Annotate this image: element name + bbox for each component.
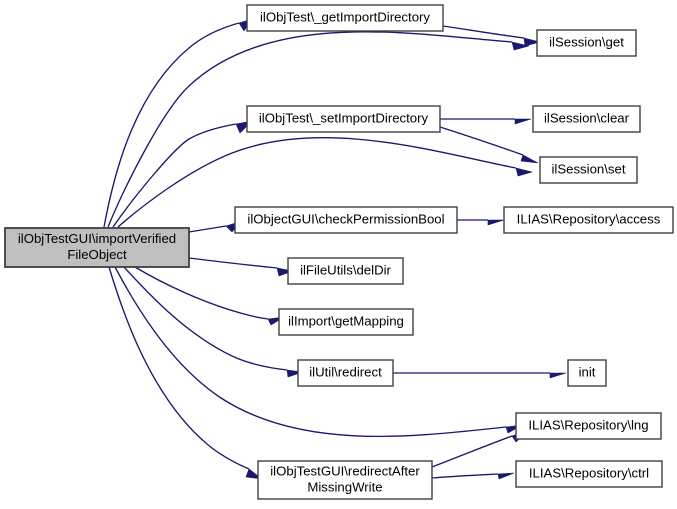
node-box[interactable] xyxy=(234,206,458,234)
node-box[interactable] xyxy=(246,4,444,32)
edges-layer xyxy=(103,18,567,480)
node-label: ilObjTest\_setImportDirectory xyxy=(259,110,429,125)
node-box[interactable] xyxy=(287,257,404,285)
node-label: ilImport\getMapping xyxy=(288,313,404,328)
graph-node-repoLng[interactable]: ILIAS\Repository\lng xyxy=(515,412,662,440)
node-label: ILIAS\Repository\lng xyxy=(528,417,648,432)
arrowhead-icon xyxy=(520,154,539,164)
graph-node-sessionSet[interactable]: ilSession\set xyxy=(539,156,638,184)
node-label: ilUtil\redirect xyxy=(309,364,382,379)
graph-node-delDir[interactable]: ilFileUtils\delDir xyxy=(287,257,404,285)
node-box[interactable] xyxy=(257,460,433,500)
graph-node-checkPermissionBool[interactable]: ilObjectGUI\checkPermissionBool xyxy=(234,206,458,234)
node-box[interactable] xyxy=(567,359,607,387)
node-box[interactable] xyxy=(515,460,663,488)
edge-root-to-setImportDirectory xyxy=(112,123,237,228)
node-label: ilObjTestGUI\redirectAfter xyxy=(270,463,420,478)
edge-redirectAfterMissingWrite-to-repoLng xyxy=(431,435,513,468)
graph-node-repoAccess[interactable]: ILIAS\Repository\access xyxy=(503,206,674,234)
node-label: ILIAS\Repository\ctrl xyxy=(529,465,649,480)
node-label: ilSession\get xyxy=(549,34,624,49)
graph-node-setImportDirectory[interactable]: ilObjTest\_setImportDirectory xyxy=(246,105,441,133)
nodes-layer: ilObjTestGUI\importVerifiedFileObjectilO… xyxy=(4,4,674,500)
graph-node-getImportDirectory[interactable]: ilObjTest\_getImportDirectory xyxy=(246,4,444,32)
graph-node-redirect[interactable]: ilUtil\redirect xyxy=(297,359,394,387)
node-label: ilObjTestGUI\importVerified xyxy=(18,231,176,246)
node-label: ilObjTest\_getImportDirectory xyxy=(260,9,430,24)
node-label: ILIAS\Repository\access xyxy=(517,211,661,226)
node-label: MissingWrite xyxy=(307,479,382,494)
arrowhead-icon xyxy=(514,118,532,125)
edge-root-to-sessionGet xyxy=(107,31,513,228)
node-box[interactable] xyxy=(4,227,190,268)
node-box[interactable] xyxy=(532,105,641,133)
edge-root-to-repoLng xyxy=(114,266,507,438)
graph-node-getMapping[interactable]: ilImport\getMapping xyxy=(278,308,414,336)
node-box[interactable] xyxy=(278,308,414,336)
node-box[interactable] xyxy=(246,105,441,133)
arrowhead-icon xyxy=(523,37,542,47)
edge-root-to-getImportDirectory xyxy=(103,22,240,228)
node-box[interactable] xyxy=(539,156,638,184)
node-label: FileObject xyxy=(67,247,127,262)
arrowhead-icon xyxy=(511,41,530,51)
edge-setImportDirectory-to-sessionSet xyxy=(439,126,524,156)
arrowhead-icon xyxy=(276,267,295,277)
node-label: init xyxy=(579,364,596,379)
graph-node-sessionGet[interactable]: ilSession\get xyxy=(536,29,637,57)
node-label: ilFileUtils\delDir xyxy=(300,262,391,277)
edge-root-to-getMapping xyxy=(134,266,269,320)
node-label: ilSession\set xyxy=(551,161,625,176)
node-label: ilSession\clear xyxy=(544,110,630,125)
node-box[interactable] xyxy=(515,412,662,440)
arrowhead-icon xyxy=(515,167,534,177)
node-box[interactable] xyxy=(536,29,637,57)
graph-node-init[interactable]: init xyxy=(567,359,607,387)
arrowhead-icon xyxy=(549,372,567,379)
edge-root-to-sessionSet xyxy=(117,137,517,228)
edge-getImportDirectory-to-sessionGet xyxy=(442,25,525,39)
node-box[interactable] xyxy=(503,206,674,234)
node-box[interactable] xyxy=(297,359,394,387)
arrowhead-icon xyxy=(497,472,515,480)
node-label: ilObjectGUI\checkPermissionBool xyxy=(247,211,444,226)
edge-root-to-delDir xyxy=(188,257,278,269)
edge-root-to-checkPermissionBool xyxy=(188,225,227,233)
edge-root-to-redirect xyxy=(123,266,288,371)
arrowhead-icon xyxy=(487,219,505,226)
edge-redirectAfterMissingWrite-to-repoCtrl xyxy=(431,473,499,479)
edge-root-to-redirectAfterMissingWrite xyxy=(108,266,250,470)
graph-node-repoCtrl[interactable]: ILIAS\Repository\ctrl xyxy=(515,460,663,488)
graph-node-sessionClear[interactable]: ilSession\clear xyxy=(532,105,641,133)
